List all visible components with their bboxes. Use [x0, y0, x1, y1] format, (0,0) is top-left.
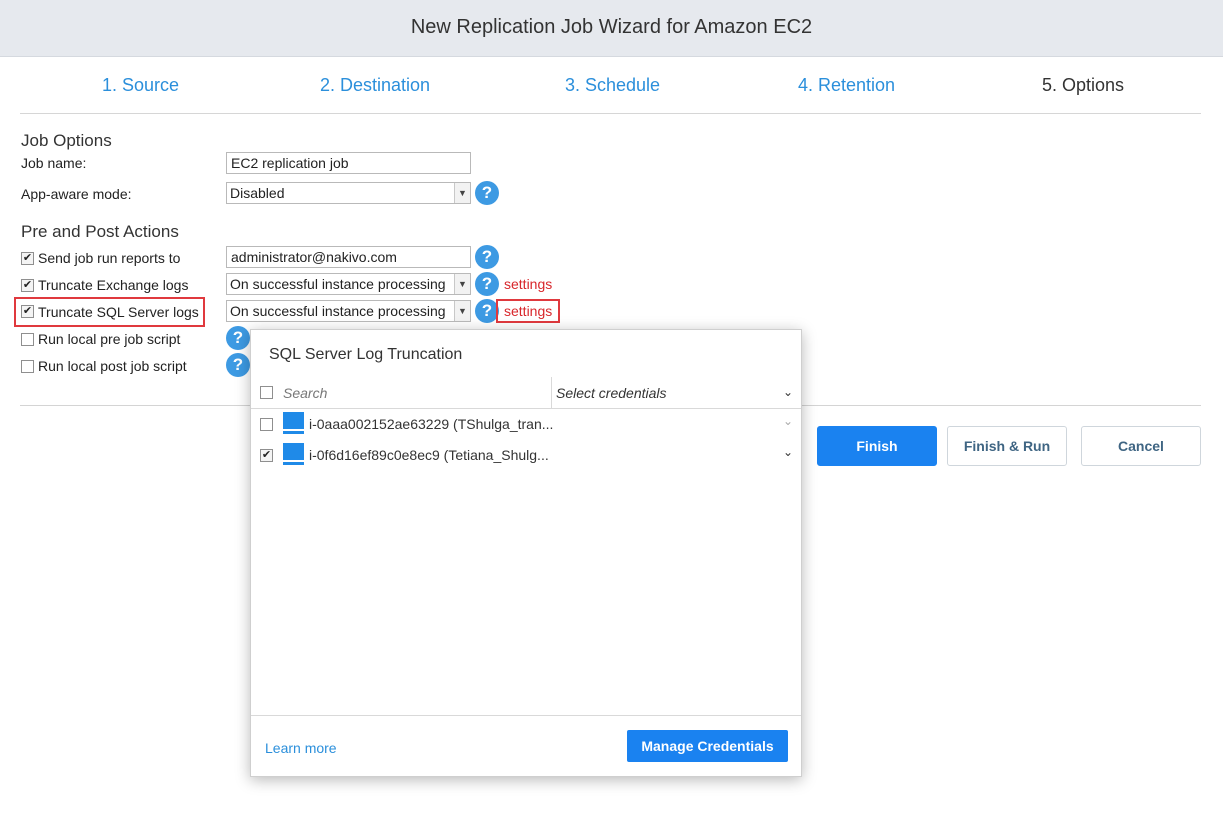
step-schedule[interactable]: 3. Schedule: [565, 75, 661, 95]
pre-script-checkbox[interactable]: [21, 333, 34, 346]
finish-button[interactable]: Finish: [817, 426, 937, 466]
truncate-sql-select[interactable]: On successful instance processing c ▼: [226, 300, 471, 322]
chevron-down-icon[interactable]: ⌄: [783, 385, 794, 399]
app-aware-value: Disabled: [230, 185, 285, 201]
learn-more-link[interactable]: Learn more: [265, 740, 337, 756]
finish-run-button[interactable]: Finish & Run: [947, 426, 1067, 466]
list-item[interactable]: ✔ i-0f6d16ef89c0e8ec9 (Tetiana_Shulg... …: [251, 440, 801, 470]
truncate-exchange-value: On successful instance processing c: [230, 276, 449, 292]
instance-icon: [283, 412, 304, 434]
step-options[interactable]: 5. Options: [1042, 75, 1125, 95]
truncate-exchange-label: Truncate Exchange logs: [38, 277, 189, 293]
post-script-label: Run local post job script: [38, 358, 187, 374]
list-item[interactable]: i-0aaa002152ae63229 (TShulga_tran... ⌄: [251, 409, 801, 439]
step-source[interactable]: 1. Source: [102, 75, 180, 95]
truncate-sql-checkbox[interactable]: ✔: [21, 305, 34, 318]
truncate-sql-label: Truncate SQL Server logs: [38, 304, 199, 320]
instance-name: i-0f6d16ef89c0e8ec9 (Tetiana_Shulg...: [309, 447, 549, 463]
step-retention[interactable]: 4. Retention: [798, 75, 896, 95]
instance-checkbox[interactable]: [260, 418, 273, 431]
instance-icon: [283, 443, 304, 465]
job-options-heading: Job Options: [21, 131, 112, 150]
post-script-checkbox[interactable]: [21, 360, 34, 373]
exchange-settings-link[interactable]: settings: [504, 276, 553, 292]
help-icon[interactable]: ?: [475, 245, 499, 269]
app-aware-label: App-aware mode:: [21, 186, 132, 202]
popup-footer-divider: [251, 715, 801, 716]
help-icon[interactable]: ?: [475, 181, 499, 205]
pre-script-label: Run local pre job script: [38, 331, 181, 347]
popup-list-header: Search Select credentials ⌄: [251, 377, 801, 409]
pre-post-heading: Pre and Post Actions: [21, 222, 179, 241]
chevron-down-icon: ▼: [454, 183, 470, 203]
send-reports-checkbox[interactable]: ✔: [21, 252, 34, 265]
highlight-frame: [496, 299, 560, 323]
step-destination[interactable]: 2. Destination: [320, 75, 431, 95]
cancel-button[interactable]: Cancel: [1081, 426, 1201, 466]
job-name-label: Job name:: [21, 155, 87, 171]
help-icon[interactable]: ?: [475, 299, 499, 323]
popup-title: SQL Server Log Truncation: [269, 346, 463, 363]
highlight-frame: [14, 297, 205, 327]
help-icon[interactable]: ?: [226, 326, 250, 350]
column-separator: [551, 377, 552, 408]
app-aware-select[interactable]: Disabled ▼: [226, 182, 471, 204]
report-email-input[interactable]: [226, 246, 471, 268]
chevron-down-icon[interactable]: ⌄: [783, 445, 794, 459]
wizard-steps: 1. Source 2. Destination 3. Schedule 4. …: [20, 57, 1201, 114]
chevron-down-icon: ▼: [454, 301, 470, 321]
send-reports-label: Send job run reports to: [38, 250, 181, 266]
manage-credentials-button[interactable]: Manage Credentials: [627, 730, 788, 762]
credentials-header-select[interactable]: Select credentials: [556, 385, 667, 401]
window-title: New Replication Job Wizard for Amazon EC…: [0, 0, 1223, 57]
chevron-down-icon[interactable]: ⌄: [783, 414, 794, 428]
search-input[interactable]: Search: [283, 385, 328, 401]
instance-checkbox[interactable]: ✔: [260, 449, 273, 462]
truncate-exchange-checkbox[interactable]: ✔: [21, 279, 34, 292]
sql-truncation-popup: SQL Server Log Truncation Search Select …: [250, 329, 802, 777]
help-icon[interactable]: ?: [475, 272, 499, 296]
job-name-input[interactable]: [226, 152, 471, 174]
chevron-down-icon: ▼: [454, 274, 470, 294]
instance-name: i-0aaa002152ae63229 (TShulga_tran...: [309, 416, 554, 432]
sql-settings-link[interactable]: settings: [504, 303, 553, 319]
truncate-exchange-select[interactable]: On successful instance processing c ▼: [226, 273, 471, 295]
help-icon[interactable]: ?: [226, 353, 250, 377]
select-all-checkbox[interactable]: [260, 386, 273, 399]
truncate-sql-value: On successful instance processing c: [230, 303, 449, 319]
